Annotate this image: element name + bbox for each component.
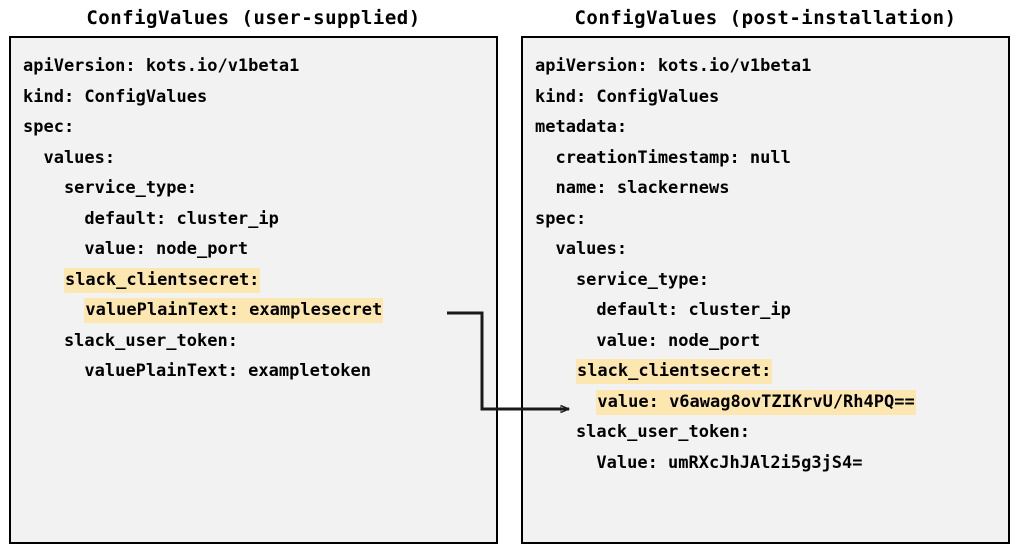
code-line: kind: ConfigValues (23, 86, 208, 107)
highlighted-value: slack_clientsecret: (63, 267, 261, 293)
highlighted-value: slack_clientsecret: (575, 359, 773, 384)
code-line: slack_user_token: (535, 422, 750, 442)
highlighted-value: valuePlainText: examplesecret (84, 298, 384, 323)
code-line: creationTimestamp: null (535, 147, 791, 168)
highlighted-value: value: v6awag8ovTZIKrvU/Rh4PQ== (596, 389, 916, 415)
code-line: kind: ConfigValues (535, 86, 720, 107)
code-line: values: (535, 239, 628, 259)
code-line: default: cluster_ip (23, 208, 279, 229)
code-line: spec: (23, 117, 75, 137)
code-line: value: node_port (23, 239, 249, 259)
code-line: valuePlainText: examplesecret (11, 295, 496, 326)
code-line: value: node_port (535, 330, 761, 351)
code-line: value: v6awag8ovTZIKrvU/Rh4PQ== (523, 387, 1008, 418)
panel-title-user-supplied: ConfigValues (user-supplied) (86, 7, 421, 29)
code-line: apiVersion: kots.io/v1beta1 (23, 56, 300, 76)
code-line: apiVersion: kots.io/v1beta1 (535, 56, 812, 76)
code-line: service_type: (23, 178, 197, 198)
code-line: spec: (535, 208, 587, 229)
code-content-post-installation: apiVersion: kots.io/v1beta1 kind: ConfigV… (523, 38, 1008, 478)
code-line: name: slackernews (535, 178, 730, 198)
code-content-user-supplied: apiVersion: kots.io/v1beta1 kind: ConfigV… (11, 38, 496, 387)
code-line: default: cluster_ip (535, 300, 791, 320)
code-line: slack_clientsecret: (523, 356, 1008, 387)
code-line: values: (23, 147, 116, 168)
code-line: service_type: (535, 269, 709, 290)
code-line: slack_clientsecret: (11, 265, 496, 296)
code-box-post-installation: apiVersion: kots.io/v1beta1 kind: ConfigV… (521, 36, 1010, 544)
code-line: valuePlainText: exampletoken (23, 361, 371, 381)
panel-title-post-installation: ConfigValues (post-installation) (574, 7, 957, 29)
code-line: Value: umRXcJhJAl2i5g3jS4= (535, 452, 863, 473)
code-line: metadata: (535, 117, 628, 137)
code-box-user-supplied: apiVersion: kots.io/v1beta1 kind: ConfigV… (9, 36, 498, 544)
code-line: slack_user_token: (23, 330, 238, 351)
